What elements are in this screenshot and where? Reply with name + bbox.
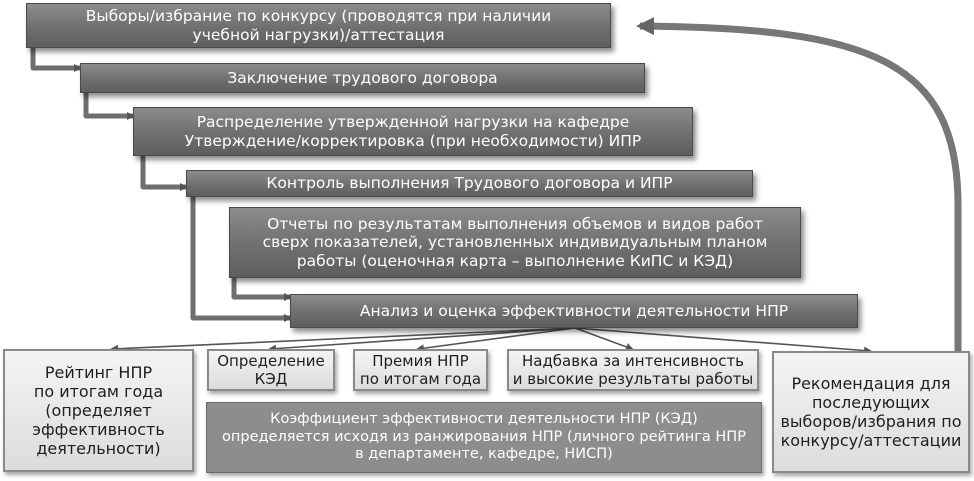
- connector-step4-step5: [190, 197, 292, 322]
- arrow-to-bonus: [416, 327, 576, 353]
- step-load-distribution: Распределение утвержденной нагрузки на к…: [133, 107, 693, 156]
- feedback-arrow: [636, 17, 962, 352]
- step-contract: Заключение трудового договора: [80, 63, 645, 93]
- outcome-ked: Определение КЭД: [207, 349, 335, 391]
- outcome-rating: Рейтинг НПР по итогам года (определяет э…: [3, 349, 194, 472]
- outcome-bonus: Премия НПР по итогам года: [353, 349, 488, 391]
- step-analysis-label: Анализ и оценка эффективности деятельнос…: [359, 301, 789, 320]
- step-competition: Выборы/избрание по конкурсу (проводятся …: [26, 3, 611, 48]
- outcome-allowance: Надбавка за интенсивность и высокие резу…: [507, 349, 759, 391]
- connector-step1-step2: [30, 48, 82, 72]
- connector-step5-step6: [231, 278, 292, 301]
- outcome-recommendation-label: Рекомендация для последующих выборов/изб…: [780, 373, 962, 451]
- arrow-to-ked: [268, 327, 576, 353]
- arrow-to-allowance: [574, 327, 634, 351]
- step-control: Контроль выполнения Трудового договора и…: [186, 170, 753, 197]
- outcome-bonus-label: Премия НПР по итогам года: [359, 352, 482, 388]
- step-contract-label: Заключение трудового договора: [227, 68, 498, 87]
- arrow-to-rating: [110, 327, 576, 353]
- step-reports-label: Отчеты по результатам выполнения объемов…: [262, 214, 768, 270]
- step-competition-label: Выборы/избрание по конкурсу (проводятся …: [85, 6, 552, 44]
- connector-step2-step3: [83, 93, 135, 120]
- step-reports: Отчеты по результатам выполнения объемов…: [229, 207, 801, 278]
- coefficient-note-label: Коэффициент эффективности деятельности Н…: [222, 411, 746, 463]
- step-load-distribution-label: Распределение утвержденной нагрузки на к…: [184, 112, 642, 150]
- outcome-ked-label: Определение КЭД: [217, 352, 325, 388]
- outcome-allowance-label: Надбавка за интенсивность и высокие резу…: [512, 352, 754, 388]
- connector-step3-step4: [140, 156, 188, 191]
- outcome-recommendation: Рекомендация для последующих выборов/изб…: [772, 351, 970, 473]
- coefficient-note: Коэффициент эффективности деятельности Н…: [206, 402, 762, 473]
- outcome-rating-label: Рейтинг НПР по итогам года (определяет э…: [32, 362, 165, 459]
- step-analysis: Анализ и оценка эффективности деятельнос…: [290, 294, 858, 328]
- step-control-label: Контроль выполнения Трудового договора и…: [266, 174, 673, 193]
- arrow-to-recommendation: [574, 327, 872, 355]
